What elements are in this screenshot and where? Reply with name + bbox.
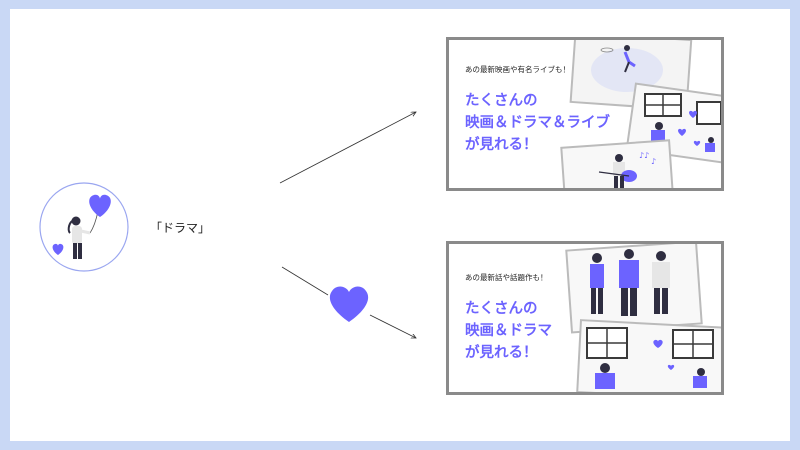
banner-bottom-headline: たくさんの 映画＆ドラマ が見れる！	[465, 298, 552, 364]
banner-bottom-illustration	[565, 244, 721, 392]
banner-top-headline-line-2: 映画＆ドラマ＆ライブ	[465, 115, 610, 131]
banner-bottom-headline-line-2: 映画＆ドラマ	[465, 323, 552, 339]
banner-bottom-headline-line-3: が見れる！	[465, 345, 538, 361]
slide: 「ドラマ」	[10, 9, 790, 441]
banner-bottom-headline-line-1: たくさんの	[465, 301, 538, 317]
banner-top-headline-line-1: たくさんの	[465, 93, 538, 109]
banner-top-headline: たくさんの 映画＆ドラマ＆ライブ が見れる！	[465, 90, 610, 156]
banner-top-headline-line-3: が見れる！	[465, 137, 538, 153]
keyword-label: 「ドラマ」	[150, 221, 211, 235]
heart-balloon-icon	[89, 194, 111, 217]
banner-bottom-subtitle: あの最新話や話題作も！	[465, 273, 548, 282]
svg-text:♪♪: ♪♪	[639, 151, 649, 160]
banner-bottom: あの最新話や話題作も！ たくさんの 映画＆ドラマ が見れる！	[446, 241, 724, 395]
svg-text:♪: ♪	[651, 157, 656, 166]
banner-top-subtitle: あの最新映画や有名ライブも！	[465, 65, 570, 74]
heart-icon	[329, 286, 369, 322]
arrow-to-top-banner	[279, 9, 790, 441]
small-heart-icon	[52, 243, 64, 255]
banner-top: ♪♪ ♪ あの最新映画や有名ライブも！ たくさんの 映画＆ドラマ＆ライブ が見れ…	[446, 37, 724, 191]
user-avatar	[39, 182, 129, 272]
banner-top-illustration: ♪♪ ♪	[560, 40, 721, 188]
